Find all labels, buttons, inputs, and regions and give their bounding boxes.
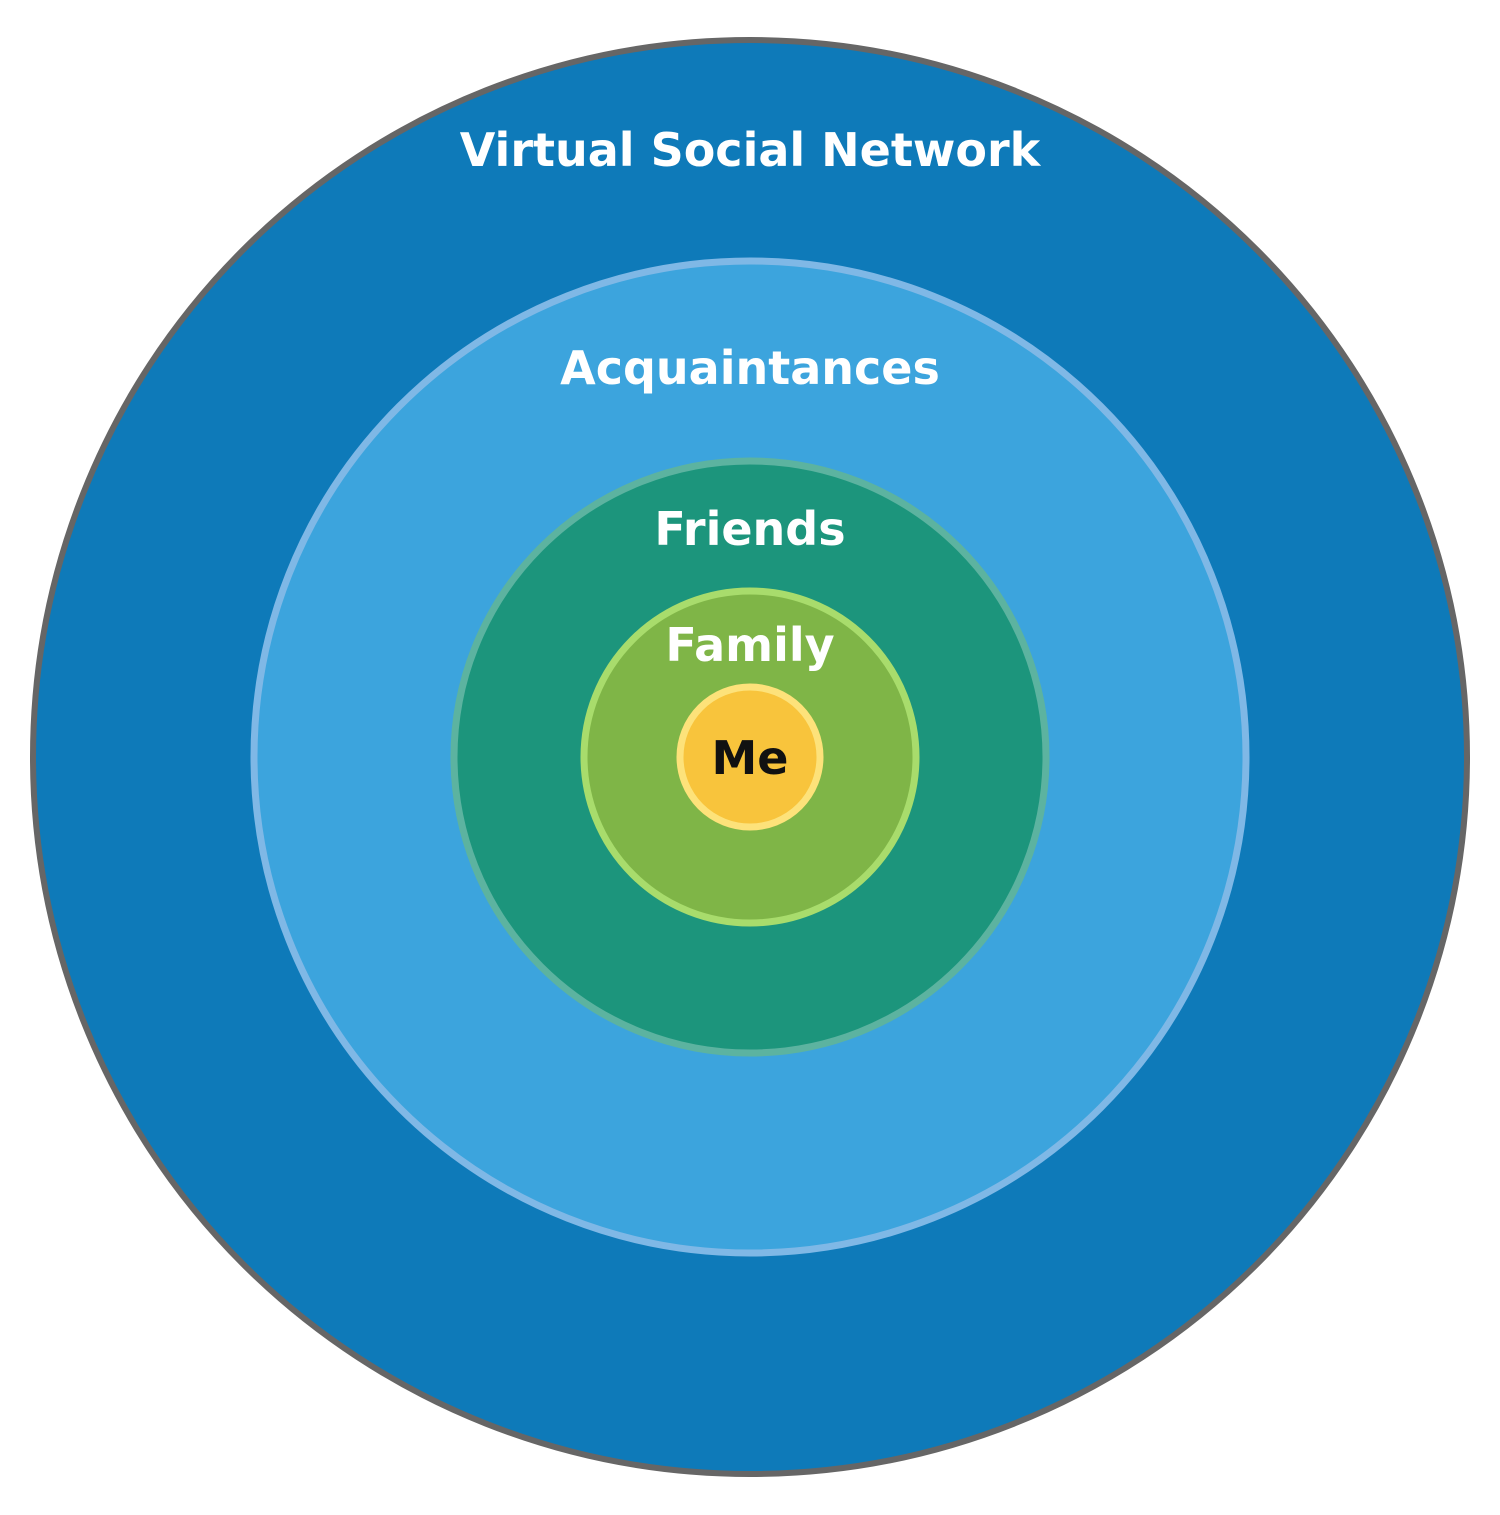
ring-acquaintances-label: Acquaintances bbox=[560, 341, 940, 395]
center-me: Me bbox=[676, 683, 824, 831]
ring-family-label: Family bbox=[665, 618, 834, 672]
center-me-label: Me bbox=[712, 731, 789, 785]
ring-friends-label: Friends bbox=[654, 502, 845, 556]
center-me-circle bbox=[676, 683, 824, 831]
ring-virtual-social-network-label: Virtual Social Network bbox=[460, 123, 1042, 177]
